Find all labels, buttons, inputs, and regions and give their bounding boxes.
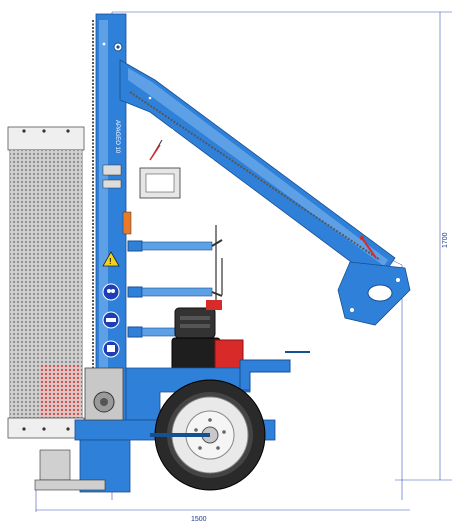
warning-triangle-icon	[102, 251, 120, 267]
height-dimension-label: 1700	[442, 232, 449, 248]
screen-drum	[7, 126, 85, 439]
width-dimension-label: 1500	[191, 516, 207, 523]
control-box	[102, 139, 181, 199]
safety-glasses-icon	[102, 283, 120, 301]
hydraulic-cylinders	[122, 211, 223, 338]
wheel	[150, 379, 266, 491]
safety-pictograms: !	[102, 251, 120, 358]
svg-text:!: !	[109, 257, 112, 266]
model-plate: APAGEO 10	[114, 120, 120, 154]
